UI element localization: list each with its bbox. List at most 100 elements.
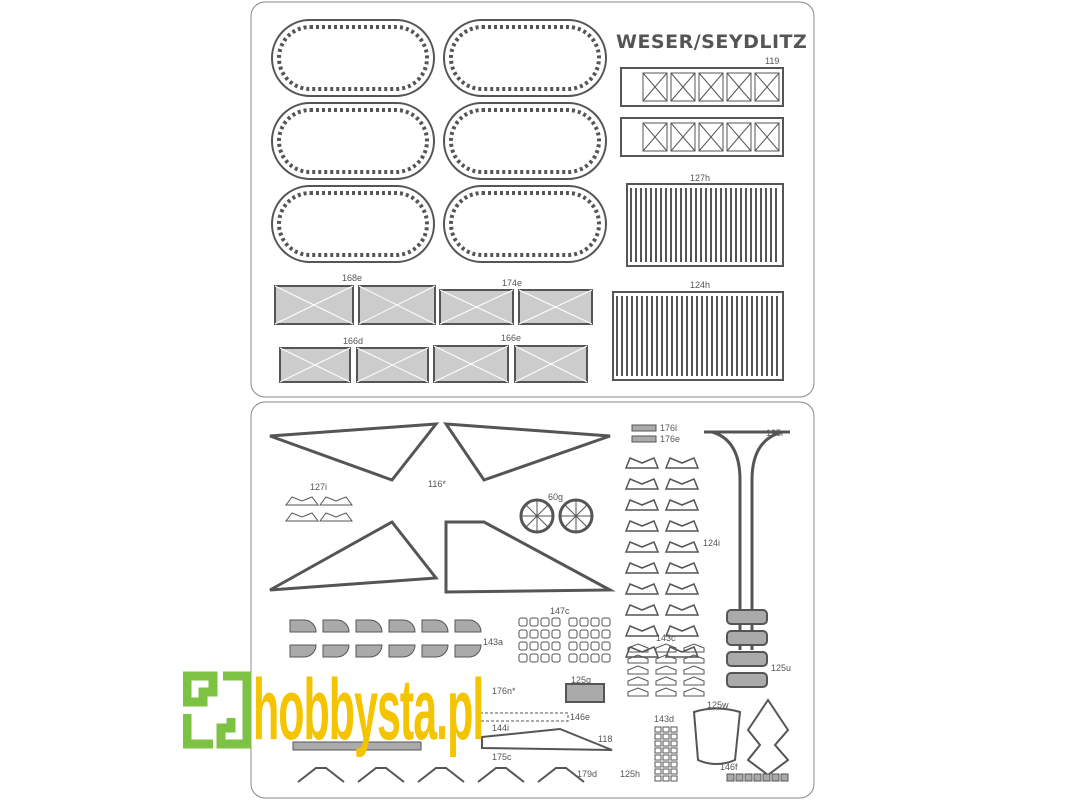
arch-bracket xyxy=(417,767,465,783)
grille xyxy=(612,291,784,381)
tiny-tile xyxy=(670,754,678,761)
strip xyxy=(479,712,569,722)
small-cup xyxy=(601,653,611,663)
quarter-piece xyxy=(388,619,416,633)
label-125u: 125u xyxy=(771,663,791,673)
small-cup xyxy=(518,641,528,651)
small-bracket xyxy=(664,457,700,469)
tiny-tile xyxy=(654,733,662,740)
grating-brace xyxy=(358,285,436,325)
label-146f: 146f xyxy=(720,762,738,772)
u-bracket xyxy=(565,683,605,703)
small-cup xyxy=(529,629,539,639)
tiny-tile xyxy=(662,754,670,761)
label-125h: 125h xyxy=(620,769,640,779)
cross-cell-x xyxy=(698,72,724,102)
quarter-piece xyxy=(454,619,482,633)
grating-brace xyxy=(518,289,593,325)
wheel-spoke xyxy=(526,505,538,517)
hobbysta-logo-icon xyxy=(183,671,252,749)
label-166d: 166d xyxy=(343,336,363,346)
small-bracket xyxy=(664,646,700,658)
tiny-tile xyxy=(654,761,662,768)
small-bracket xyxy=(624,499,660,511)
tiny-tile xyxy=(662,775,670,782)
wheel-spoke xyxy=(565,515,577,527)
cross-cell-x xyxy=(754,72,780,102)
small-wedge xyxy=(655,654,677,664)
label-125w: 125w xyxy=(707,700,729,710)
track-ring xyxy=(443,102,607,180)
cross-cell-x xyxy=(726,122,752,152)
small-cup xyxy=(579,653,589,663)
label-125r: 125r xyxy=(766,428,784,438)
small-bracket xyxy=(664,499,700,511)
cross-cell xyxy=(726,72,752,102)
track-ring-teeth xyxy=(277,191,429,257)
tiny-strip xyxy=(631,435,657,443)
label-119: 119 xyxy=(765,56,779,66)
tiny-tile xyxy=(662,747,670,754)
tiny-tile xyxy=(662,768,670,775)
track-ring-teeth xyxy=(277,108,429,174)
tiny-tile xyxy=(654,740,662,747)
tiny-strip xyxy=(631,424,657,432)
tiny-square xyxy=(744,773,753,782)
label-143a: 143a xyxy=(483,637,503,647)
star-plate xyxy=(746,698,790,777)
track-ring-teeth xyxy=(277,25,429,91)
tiny-tile xyxy=(662,726,670,733)
curved-plate xyxy=(726,630,768,646)
small-bracket xyxy=(664,541,700,553)
small-wedge xyxy=(683,643,705,653)
small-bracket xyxy=(285,496,319,506)
quarter-piece xyxy=(355,619,383,633)
small-bracket xyxy=(664,625,700,637)
cross-cell xyxy=(670,122,696,152)
small-bracket xyxy=(285,512,319,522)
track-ring xyxy=(271,185,435,263)
tiny-tile xyxy=(670,733,678,740)
grille xyxy=(626,183,784,267)
quarter-piece xyxy=(421,619,449,633)
small-cup xyxy=(568,653,578,663)
quarter-piece xyxy=(421,644,449,658)
small-cup xyxy=(601,617,611,627)
cross-cell-x xyxy=(754,122,780,152)
small-cup xyxy=(529,653,539,663)
tiny-tile xyxy=(670,740,678,747)
cross-panel xyxy=(620,117,784,157)
small-cup xyxy=(518,629,528,639)
track-ring xyxy=(271,102,435,180)
small-bracket xyxy=(624,520,660,532)
small-wedge xyxy=(655,643,677,653)
cross-cell xyxy=(698,122,724,152)
label-144i: 144i xyxy=(492,723,509,733)
curved-plate xyxy=(726,651,768,667)
cross-cell xyxy=(670,72,696,102)
small-bracket xyxy=(624,478,660,490)
tiny-square xyxy=(726,773,735,782)
small-bracket xyxy=(624,583,660,595)
tiny-square xyxy=(735,773,744,782)
label-118: 118 xyxy=(598,734,612,744)
small-cup xyxy=(579,641,589,651)
quarter-piece xyxy=(355,644,383,658)
track-ring xyxy=(443,19,607,97)
tiny-square xyxy=(771,773,780,782)
label-174e: 174e xyxy=(502,278,522,288)
small-bracket xyxy=(624,625,660,637)
small-cup xyxy=(568,629,578,639)
small-cup xyxy=(551,629,561,639)
small-cup xyxy=(590,617,600,627)
small-wedge xyxy=(627,665,649,675)
arch-bracket xyxy=(477,767,525,783)
small-bracket xyxy=(664,520,700,532)
small-cup xyxy=(590,653,600,663)
small-bracket xyxy=(664,478,700,490)
cross-cell xyxy=(726,122,752,152)
small-wedge xyxy=(655,687,677,697)
small-cup xyxy=(601,629,611,639)
quarter-piece xyxy=(289,619,317,633)
small-bracket xyxy=(664,562,700,574)
